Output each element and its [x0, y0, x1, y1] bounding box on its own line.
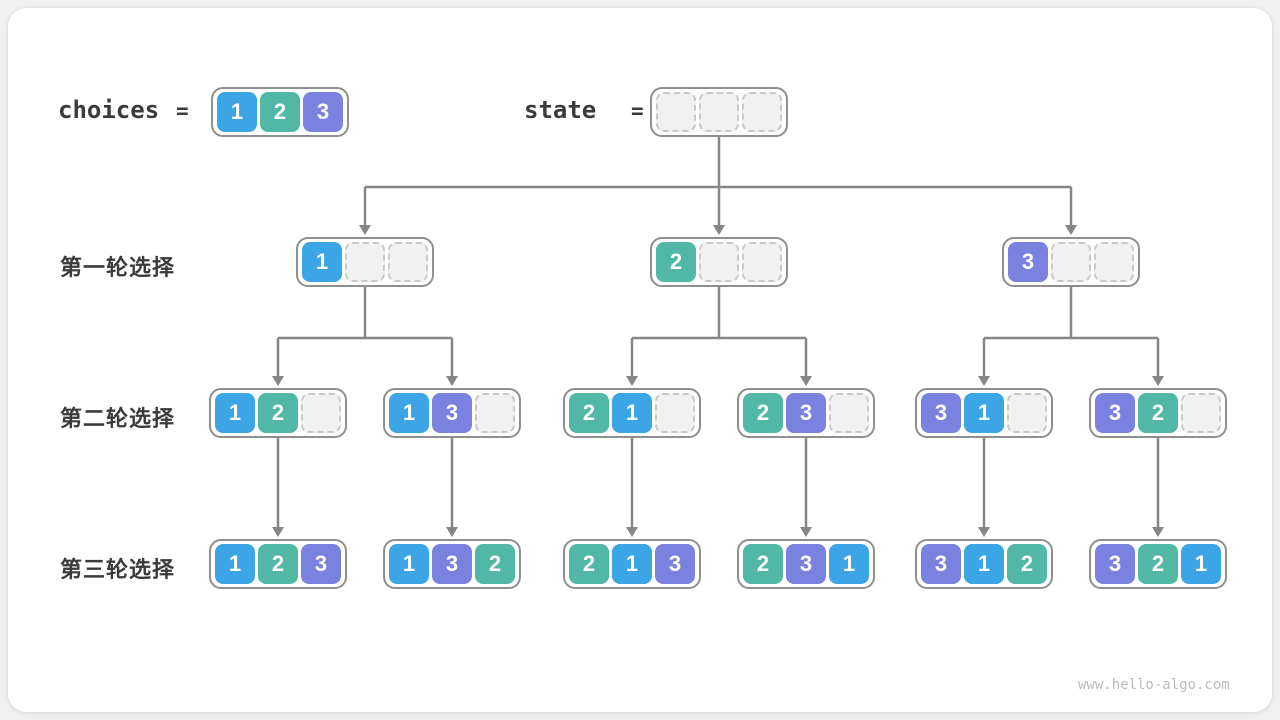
array-cell: 1: [215, 393, 255, 433]
array-cell: 3: [786, 393, 826, 433]
watermark: www.hello-algo.com: [1078, 677, 1230, 693]
array-cell: 3: [655, 544, 695, 584]
array-cell: 1: [1181, 544, 1221, 584]
array-cell: 1: [389, 393, 429, 433]
array-cell: 2: [258, 544, 298, 584]
array-cell: 1: [612, 393, 652, 433]
equals-sign: =: [176, 99, 189, 123]
array-cell: 3: [301, 544, 341, 584]
array-cell: 3: [921, 544, 961, 584]
array-cell-empty: [475, 393, 515, 433]
row-label-round-3: 第三轮选择: [60, 557, 176, 582]
array-cell: 1: [964, 544, 1004, 584]
array-cell: 2: [743, 393, 783, 433]
array-cell: 3: [1095, 393, 1135, 433]
choices-label: choices: [58, 96, 160, 124]
array-cell: 1: [612, 544, 652, 584]
state-node: 1: [296, 237, 434, 287]
array-cell-empty: [345, 242, 385, 282]
array-cell-empty: [1007, 393, 1047, 433]
array-cell: 2: [258, 393, 298, 433]
array-cell: 3: [303, 92, 343, 132]
array-cell: 2: [743, 544, 783, 584]
array-cell: 1: [389, 544, 429, 584]
state-node: 2: [650, 237, 788, 287]
array-cell: 1: [964, 393, 1004, 433]
array-cell-empty: [655, 393, 695, 433]
array-cell: 1: [217, 92, 257, 132]
array-cell-empty: [699, 242, 739, 282]
array-cell: 1: [302, 242, 342, 282]
state-array: [650, 87, 788, 137]
array-cell: 2: [656, 242, 696, 282]
array-cell: 2: [475, 544, 515, 584]
array-cell: 3: [786, 544, 826, 584]
array-cell: 2: [1138, 544, 1178, 584]
array-cell: 2: [569, 393, 609, 433]
array-cell-empty: [742, 92, 782, 132]
array-cell: 1: [829, 544, 869, 584]
array-cell: 3: [432, 544, 472, 584]
array-cell: 2: [1007, 544, 1047, 584]
array-cell-empty: [1051, 242, 1091, 282]
array-cell: 1: [215, 544, 255, 584]
array-cell: 3: [921, 393, 961, 433]
state-node: 3: [1002, 237, 1140, 287]
array-cell: 2: [260, 92, 300, 132]
array-cell-empty: [388, 242, 428, 282]
array-cell-empty: [656, 92, 696, 132]
row-label-round-2: 第二轮选择: [60, 406, 176, 431]
row-label-round-1: 第一轮选择: [60, 255, 176, 280]
array-cell: 3: [1095, 544, 1135, 584]
state-label: state: [524, 96, 597, 124]
array-cell-empty: [301, 393, 341, 433]
array-cell: 2: [569, 544, 609, 584]
equals-sign: =: [631, 99, 644, 123]
array-cell: 3: [1008, 242, 1048, 282]
array-cell-empty: [829, 393, 869, 433]
array-cell-empty: [1181, 393, 1221, 433]
array-cell-empty: [1094, 242, 1134, 282]
array-cell: 3: [432, 393, 472, 433]
array-cell: 2: [1138, 393, 1178, 433]
array-cell-empty: [699, 92, 739, 132]
array-cell-empty: [742, 242, 782, 282]
